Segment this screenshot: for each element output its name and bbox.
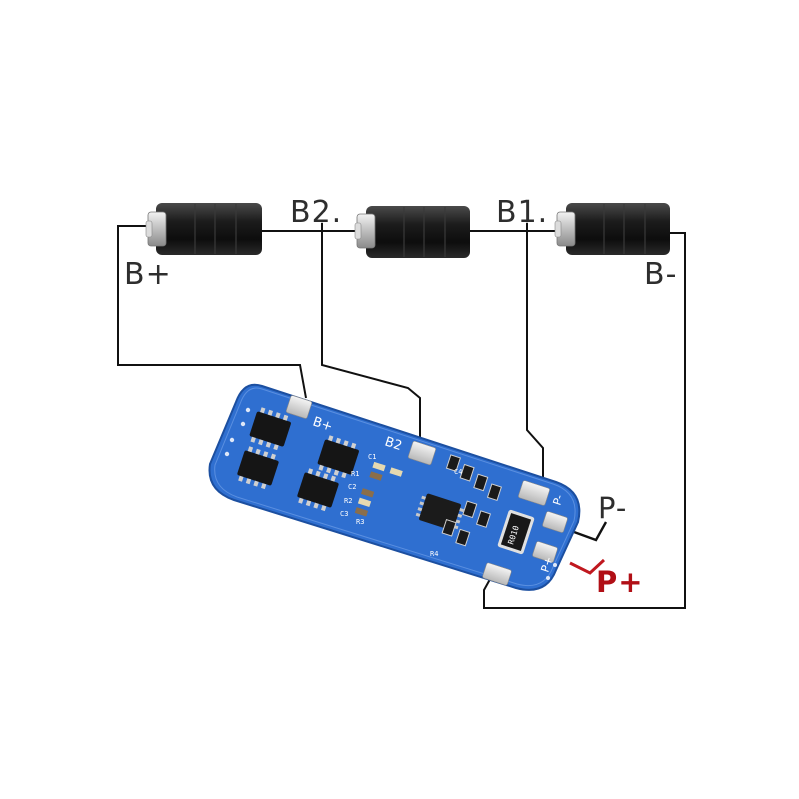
silk-p-minus: P-	[550, 493, 566, 507]
designator: C3	[340, 510, 348, 518]
edge-vias	[224, 407, 557, 580]
designator: C1	[368, 453, 376, 461]
pad-b-minus-bottom	[482, 562, 512, 586]
mosfet-1	[249, 407, 291, 451]
wire-b-minus	[483, 232, 686, 609]
silk-p-plus: P+	[538, 555, 555, 574]
mosfet-3	[237, 446, 279, 490]
silk-b-plus: B+	[311, 415, 334, 435]
designator: R4	[430, 550, 438, 558]
wires	[117, 222, 686, 609]
pad-p-minus	[542, 511, 568, 533]
battery-cell-1	[145, 203, 262, 255]
pad-b-minus	[518, 480, 550, 506]
pad-p-plus	[532, 541, 558, 563]
pcb-substrate	[208, 383, 581, 591]
component-designators: C1 R1 C2 R2 C3 R3 R4 C4	[340, 453, 462, 558]
label-b-plus: B+	[124, 257, 172, 292]
wire-p-plus	[569, 558, 606, 575]
bms-board: R010 B+ B2 P- P+ C1 R1 C2 R2 C3 R3 R4 C4	[208, 383, 581, 591]
designator: R1	[351, 470, 359, 478]
shunt-resistor	[497, 509, 535, 555]
label-p-minus: P-	[598, 491, 627, 525]
label-b2: B2.	[290, 195, 342, 230]
pad-b2	[408, 440, 436, 466]
battery-cell-2	[354, 206, 470, 258]
silk-b2: B2	[383, 435, 404, 455]
designator: C2	[348, 483, 356, 491]
label-p-plus: P+	[596, 565, 644, 599]
designator: R3	[356, 518, 364, 526]
wire-b1	[526, 222, 544, 480]
wire-b-plus	[117, 225, 307, 399]
designator: R2	[344, 497, 352, 505]
wire-b2	[321, 222, 421, 446]
pad-b-plus	[285, 395, 313, 419]
smd-components	[354, 454, 502, 547]
mosfet-2	[317, 435, 359, 479]
label-b-minus: B-	[644, 257, 677, 292]
designator: C4	[454, 468, 462, 476]
label-b1: B1.	[496, 195, 548, 230]
wire-p-minus	[573, 521, 608, 542]
battery-cell-3	[554, 203, 670, 255]
mosfet-4	[297, 468, 339, 512]
